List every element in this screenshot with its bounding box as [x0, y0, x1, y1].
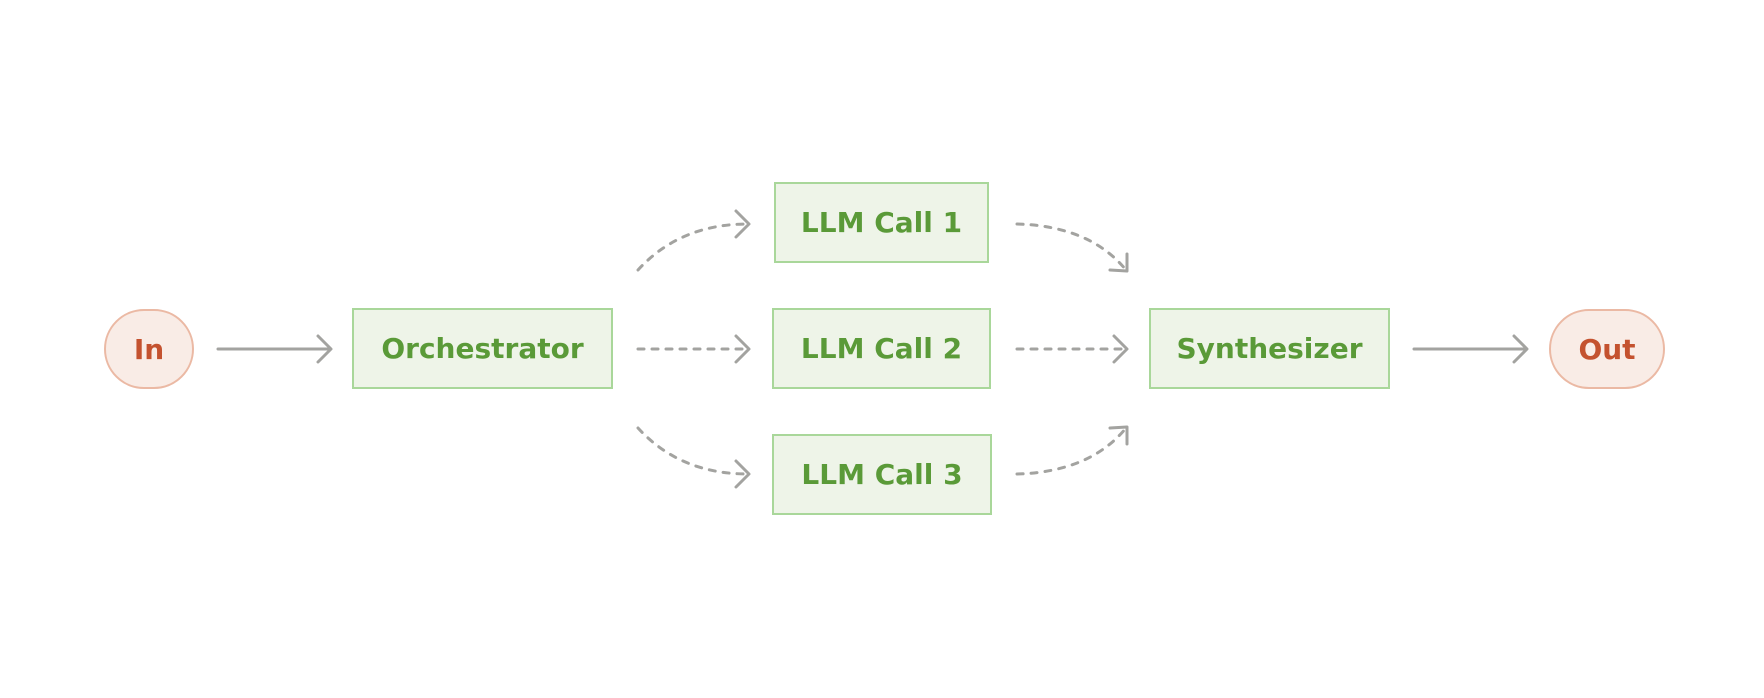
synthesizer-node-label: Synthesizer — [1176, 332, 1363, 365]
input-node: In — [104, 309, 194, 389]
edge-llm-call-2-to-synthesizer — [1015, 334, 1129, 364]
arrowhead-icon — [734, 459, 751, 489]
edge-synthesizer-to-out — [1412, 334, 1529, 364]
arrowhead-icon — [1112, 334, 1129, 364]
llm-call-2-node: LLM Call 2 — [772, 308, 991, 389]
edge-orchestrator-to-llm-call-3 — [636, 426, 751, 489]
edge-line — [636, 222, 750, 272]
orchestrator-node-label: Orchestrator — [381, 332, 584, 365]
arrowhead-icon — [1512, 334, 1529, 364]
arrowhead-icon — [1108, 252, 1129, 273]
edge-orchestrator-to-llm-call-2 — [636, 334, 751, 364]
edge-in-to-orchestrator — [216, 334, 333, 364]
llm-call-2-label: LLM Call 2 — [800, 332, 963, 365]
arrowhead-icon — [1108, 425, 1129, 446]
arrowhead-icon — [734, 209, 751, 239]
edge-llm-call-1-to-synthesizer — [1015, 222, 1129, 273]
llm-call-1-node: LLM Call 1 — [774, 182, 989, 263]
output-node-label: Out — [1578, 332, 1636, 366]
llm-call-3-node: LLM Call 3 — [772, 434, 992, 515]
synthesizer-node: Synthesizer — [1149, 308, 1390, 389]
orchestrator-node: Orchestrator — [352, 308, 613, 389]
output-node: Out — [1549, 309, 1665, 389]
arrowhead-icon — [316, 334, 333, 364]
edge-line — [1015, 426, 1128, 476]
edge-line — [1015, 222, 1128, 272]
arrowhead-icon — [734, 334, 751, 364]
edge-llm-call-3-to-synthesizer — [1015, 425, 1129, 476]
llm-call-1-label: LLM Call 1 — [800, 206, 963, 239]
edge-line — [636, 426, 750, 476]
llm-call-3-label: LLM Call 3 — [801, 458, 963, 491]
input-node-label: In — [133, 332, 165, 366]
edge-orchestrator-to-llm-call-1 — [636, 209, 751, 272]
